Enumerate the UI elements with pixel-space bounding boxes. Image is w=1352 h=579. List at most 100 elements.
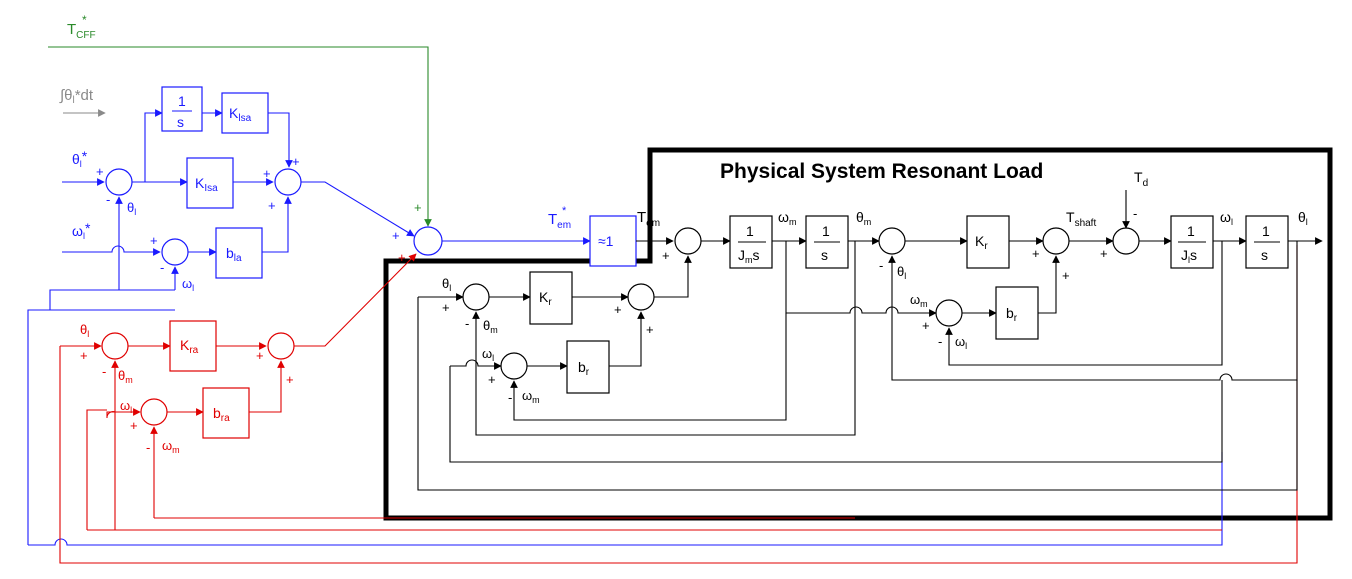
svg-text:1: 1 — [822, 223, 830, 239]
svg-text:Jls: Jls — [1181, 247, 1197, 265]
svg-text:+: + — [614, 302, 622, 317]
svg-text:-: - — [1133, 206, 1137, 221]
svg-text:+: + — [1032, 246, 1040, 261]
sum-theta-inner — [462, 283, 490, 311]
sum-pid-blue — [274, 168, 302, 196]
svg-text:+: + — [1062, 268, 1070, 283]
svg-text:bra: bra — [213, 405, 230, 424]
sum-omega-error — [161, 238, 189, 266]
red-active-damping-controller: θl + - θm Kra + + + ωl + - ωm bra — [59, 245, 1298, 564]
svg-text:Tshaft: Tshaft — [1066, 209, 1096, 229]
integral-input: ∫θl*dt — [59, 87, 106, 117]
svg-text:Kr: Kr — [539, 289, 552, 308]
svg-text:br: br — [578, 359, 590, 378]
kra-block — [169, 320, 217, 372]
kr-block-inner — [529, 271, 573, 325]
plant-damping-loop: ωm + - ωl br — [785, 241, 1298, 381]
br-block-plant — [995, 286, 1039, 340]
svg-text:s: s — [177, 114, 184, 130]
svg-text:1: 1 — [1262, 223, 1270, 239]
br-block-inner — [566, 340, 610, 394]
svg-text:TCFF: TCFF — [67, 21, 96, 41]
svg-text:Tem: Tem — [548, 211, 571, 231]
svg-text:1: 1 — [1187, 223, 1195, 239]
svg-text:θl: θl — [1298, 209, 1308, 227]
svg-text:+: + — [442, 300, 450, 315]
svg-text:ωl: ωl — [955, 334, 967, 351]
svg-text:ωm: ωm — [522, 388, 540, 405]
svg-text:+: + — [292, 154, 300, 169]
kisa-block — [221, 92, 269, 134]
svg-text:-: - — [160, 260, 164, 275]
svg-text:KIsa: KIsa — [195, 175, 218, 194]
svg-text:+: + — [398, 250, 406, 265]
sum-inner-torque — [627, 283, 655, 311]
svg-text:∫θl*dt: ∫θl*dt — [59, 87, 94, 106]
svg-text:-: - — [146, 440, 150, 455]
sum-omega-inner — [500, 352, 528, 380]
tcff-feedforward: TCFF * + — [48, 13, 432, 227]
svg-text:+: + — [150, 233, 158, 248]
svg-text:+: + — [414, 200, 422, 215]
plant-forward-path: Tem + 1 Jms ωm 1 s θm - θl Kr + + Tshaft… — [636, 169, 1323, 283]
svg-text:ωm: ωm — [778, 209, 796, 227]
svg-text:+: + — [488, 372, 496, 387]
svg-text:-: - — [465, 316, 469, 331]
svg-text:ωl: ωl — [1220, 209, 1233, 227]
sum-motor — [674, 227, 702, 255]
svg-text:+: + — [392, 228, 400, 243]
bra-block — [202, 387, 250, 439]
svg-text:+: + — [80, 348, 88, 363]
svg-text:≈1: ≈1 — [598, 233, 614, 249]
svg-text:θl: θl — [127, 200, 136, 217]
svg-text:θm: θm — [118, 368, 133, 385]
svg-text:θm: θm — [856, 209, 871, 227]
svg-text:br: br — [1006, 305, 1018, 324]
svg-text:Jms: Jms — [738, 247, 760, 265]
svg-text:ωl*: ωl* — [72, 220, 91, 241]
svg-text:θl: θl — [80, 322, 89, 339]
motor-integrator-block — [805, 215, 849, 269]
svg-text:θl: θl — [897, 264, 906, 281]
svg-text:Kr: Kr — [975, 233, 988, 252]
kr-block-plant — [966, 215, 1010, 269]
svg-text:+: + — [263, 166, 271, 181]
sum-red — [267, 332, 295, 360]
svg-text:-: - — [106, 192, 110, 207]
integrator-block-blue — [161, 86, 203, 132]
svg-text:+: + — [646, 322, 654, 337]
approx-one-block — [589, 215, 637, 267]
svg-text:+: + — [286, 372, 294, 387]
svg-text:ωl: ωl — [482, 346, 494, 363]
physical-system-title: Physical System Resonant Load — [720, 160, 1043, 183]
svg-text:+: + — [96, 164, 104, 179]
svg-text:-: - — [879, 258, 883, 273]
sum-omega-plant — [935, 299, 963, 327]
bla-block — [215, 227, 263, 279]
svg-text:θl: θl — [442, 276, 451, 293]
sum-load-torque — [1112, 227, 1140, 255]
svg-text:Klsa: Klsa — [229, 105, 252, 124]
svg-text:1: 1 — [178, 93, 186, 109]
sum-omega-red — [140, 398, 168, 426]
svg-text:θl*: θl* — [72, 148, 88, 169]
svg-text:+: + — [662, 248, 670, 263]
svg-text:+: + — [268, 198, 276, 213]
klsa-block — [186, 157, 234, 209]
physical-system-boundary — [383, 147, 1333, 521]
svg-text:bla: bla — [226, 245, 242, 264]
blue-position-controller: θl* + - θl ωl* + - ωl 1 s Klsa KIsa + + … — [27, 86, 1223, 546]
svg-text:s: s — [1261, 247, 1268, 263]
svg-text:-: - — [102, 364, 106, 379]
svg-text:*: * — [82, 13, 87, 27]
svg-text:1: 1 — [746, 223, 754, 239]
svg-text:s: s — [821, 247, 828, 263]
plant-inner-loop: θl + - θm Kr + + ωl + - ωm br — [417, 241, 1298, 491]
svg-text:Td: Td — [1134, 169, 1148, 189]
svg-text:ωm: ωm — [162, 438, 180, 455]
sum-shaft-torque — [1042, 227, 1070, 255]
sum-theta-red — [101, 332, 129, 360]
svg-text:θm: θm — [483, 318, 498, 335]
svg-text:ωm: ωm — [910, 292, 928, 309]
svg-text:ωl: ωl — [182, 276, 194, 293]
